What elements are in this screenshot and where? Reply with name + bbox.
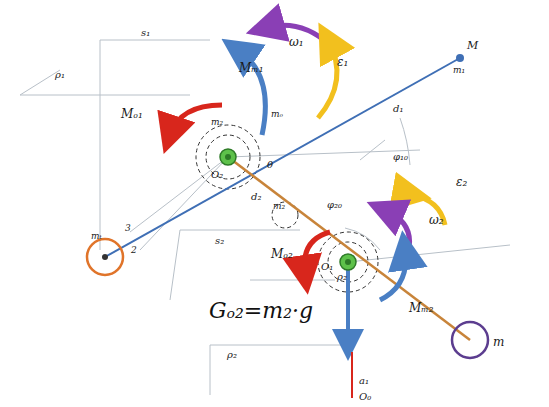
symbol-label: φ₁₀	[392, 152, 409, 162]
symbol-label: O₁	[320, 262, 334, 272]
symbol-label: 2	[130, 246, 138, 255]
symbol-label: M	[466, 40, 479, 51]
symbol-label: ρ₂	[226, 350, 238, 360]
symbol-label: d₂	[250, 192, 262, 202]
symbol-label: Mₒ₂	[270, 248, 294, 260]
symbol-label: Mₘ₂	[408, 302, 434, 314]
symbol-label: ρ₂	[336, 272, 348, 282]
symbol-label: ε₂	[455, 176, 468, 188]
symbol-label: ρ₁	[54, 70, 66, 80]
symbol-label: d₁	[392, 104, 404, 114]
symbol-label: m₂	[210, 118, 224, 127]
symbol-label: O₂	[210, 170, 224, 180]
symbol-label: θ	[266, 160, 274, 170]
symbol-label: m₁	[452, 66, 466, 75]
gravity-formula: Gₒ₂=m₂·g	[208, 300, 314, 322]
symbol-label: 3	[124, 224, 132, 233]
symbol-label: s₂	[214, 236, 225, 246]
symbol-label: a₁	[358, 376, 370, 386]
symbol-label: Mₘ₁	[238, 62, 264, 74]
symbol-label: φ₂₀	[326, 200, 343, 210]
symbol-label: s₁	[140, 28, 151, 38]
symbol-label: mₜ	[90, 232, 103, 241]
symbol-label: ω₂	[428, 214, 445, 226]
symbol-label: m₂	[272, 202, 286, 211]
symbol-label: mₒ	[270, 110, 284, 119]
symbol-label: m	[492, 336, 505, 348]
symbol-label: O₀	[358, 392, 372, 402]
symbol-label: ε₁	[336, 56, 349, 68]
symbol-label: Mₒ₁	[120, 108, 144, 120]
symbol-label: ω₁	[288, 36, 305, 48]
